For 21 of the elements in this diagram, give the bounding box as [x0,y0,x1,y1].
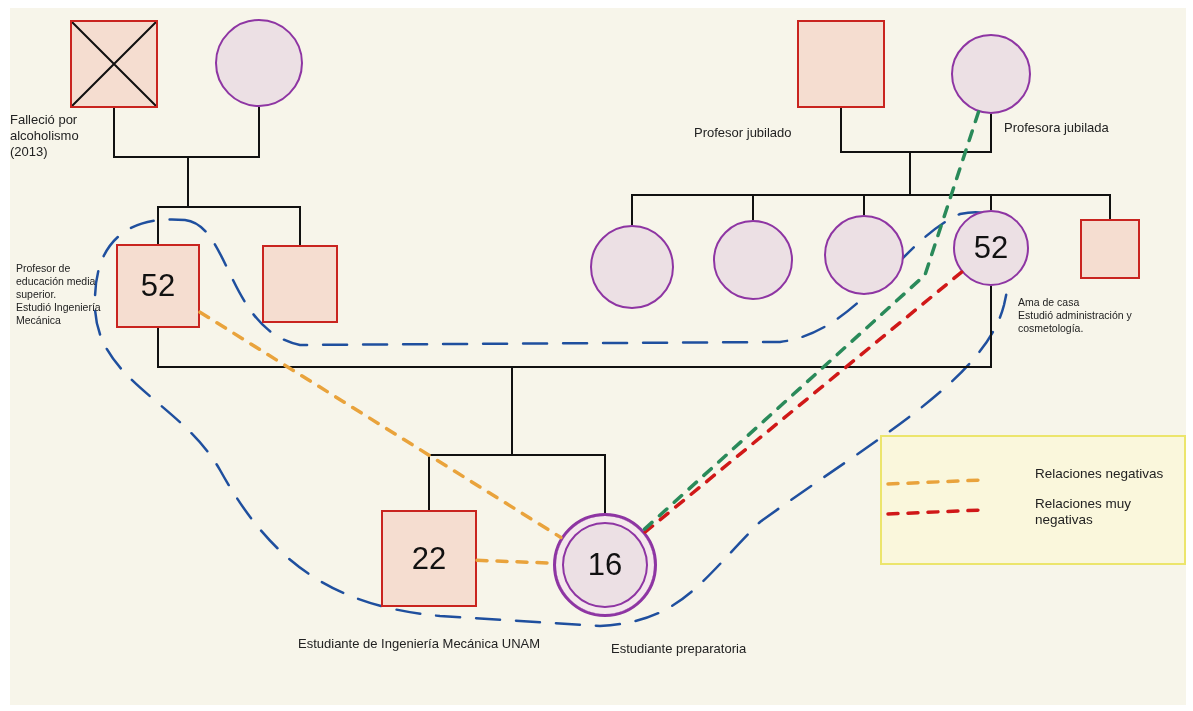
male-square [262,245,338,323]
male-square: 22 [381,510,477,607]
relationship-line [198,310,563,540]
person-note: Profesor jubilado [694,125,793,141]
male-square [797,20,885,108]
relationship-line [643,270,964,534]
descent-line [187,106,301,246]
legend-label: Relaciones muy negativas [1035,496,1133,528]
person-note: Profesor de educación media superior. [16,262,97,301]
person-note: Estudió administración y cosmetología. [1018,309,1133,335]
person-note: Estudió Ingeniería Mecánica [16,301,102,327]
deceased-male-square [70,20,158,108]
person-note: Profesora jubilada [1004,120,1110,136]
legend-label: Relaciones negativas [1035,466,1165,482]
male-square [1080,219,1140,279]
male-square: 52 [116,244,200,328]
person-note: Estudiante preparatoria [611,641,748,657]
person-note: Falleció por alcoholismo (2013) [10,112,80,160]
person-note: Estudiante de Ingeniería Mecánica UNAM [298,636,542,652]
relationship-line [641,110,981,532]
person-note: Ama de casa [1018,296,1081,309]
